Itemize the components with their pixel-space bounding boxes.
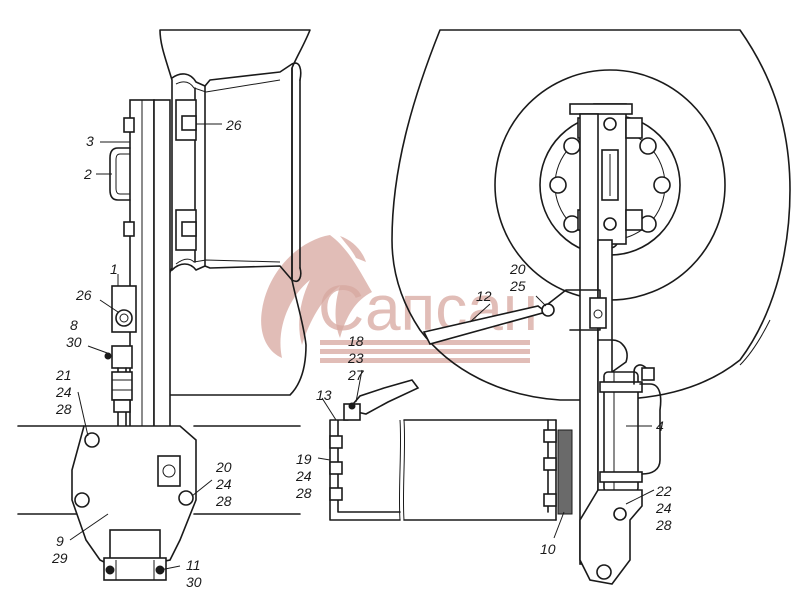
label-24-left: 24	[55, 384, 72, 400]
label-20-right: 20	[509, 261, 526, 277]
clamp-1	[111, 285, 137, 333]
latch-11	[109, 529, 161, 561]
right-view	[329, 29, 791, 585]
label-30-bottom: 30	[186, 574, 202, 590]
rim-top	[171, 62, 302, 87]
handle-2	[109, 147, 131, 201]
label-28-left: 28	[55, 401, 72, 417]
label-25: 25	[509, 278, 526, 294]
bracket-flange	[153, 99, 171, 481]
label-13: 13	[316, 387, 332, 403]
watermark-underline	[320, 340, 530, 363]
post-cap	[569, 103, 633, 115]
label-19: 19	[296, 451, 312, 467]
pin-22	[613, 507, 627, 521]
bracket-top-right	[589, 297, 607, 329]
label-24-channel: 24	[295, 468, 312, 484]
rod-end-top	[111, 345, 133, 369]
callout-labels: 26 3 2 1 26 8 30 21 24 28 20 24 28 9 29 …	[51, 117, 672, 590]
label-11: 11	[186, 557, 201, 573]
frame-rail-left	[17, 425, 301, 515]
label-30-top: 30	[66, 334, 82, 350]
nut-26-mid	[181, 221, 197, 237]
hydraulic-line	[633, 364, 662, 475]
label-29: 29	[51, 550, 68, 566]
label-27: 27	[347, 367, 365, 383]
label-8: 8	[70, 317, 78, 333]
label-21: 21	[55, 367, 72, 383]
label-26-top: 26	[225, 117, 242, 133]
left-view	[17, 29, 311, 581]
label-2: 2	[83, 166, 92, 182]
label-28-channel: 28	[295, 485, 312, 501]
bolt-26-clamp	[115, 309, 133, 327]
label-24-right: 24	[215, 476, 232, 492]
label-9: 9	[56, 533, 64, 549]
top-latch-18	[346, 379, 420, 415]
falcon-emblem	[261, 235, 372, 358]
label-18: 18	[348, 333, 364, 349]
label-22: 22	[655, 483, 672, 499]
label-3: 3	[86, 133, 94, 149]
turnbuckle-nut	[111, 371, 133, 401]
leader-lines	[69, 123, 655, 571]
label-28-right: 28	[215, 493, 232, 509]
bolt-21	[84, 432, 100, 448]
nut-26-top	[181, 115, 197, 131]
label-1: 1	[110, 261, 118, 277]
spacer-10	[557, 429, 573, 515]
label-20-left: 20	[215, 459, 232, 475]
label-24-cyl: 24	[655, 500, 672, 516]
label-23: 23	[347, 350, 364, 366]
watermark-logo: Сапсан	[261, 235, 538, 363]
label-28-cyl: 28	[655, 517, 672, 533]
label-26-clamp: 26	[75, 287, 92, 303]
bolt-20	[178, 490, 194, 506]
pin-20	[541, 303, 555, 317]
label-10: 10	[540, 541, 556, 557]
label-12: 12	[476, 288, 492, 304]
label-4: 4	[656, 418, 664, 434]
rim-bottom	[171, 263, 302, 283]
